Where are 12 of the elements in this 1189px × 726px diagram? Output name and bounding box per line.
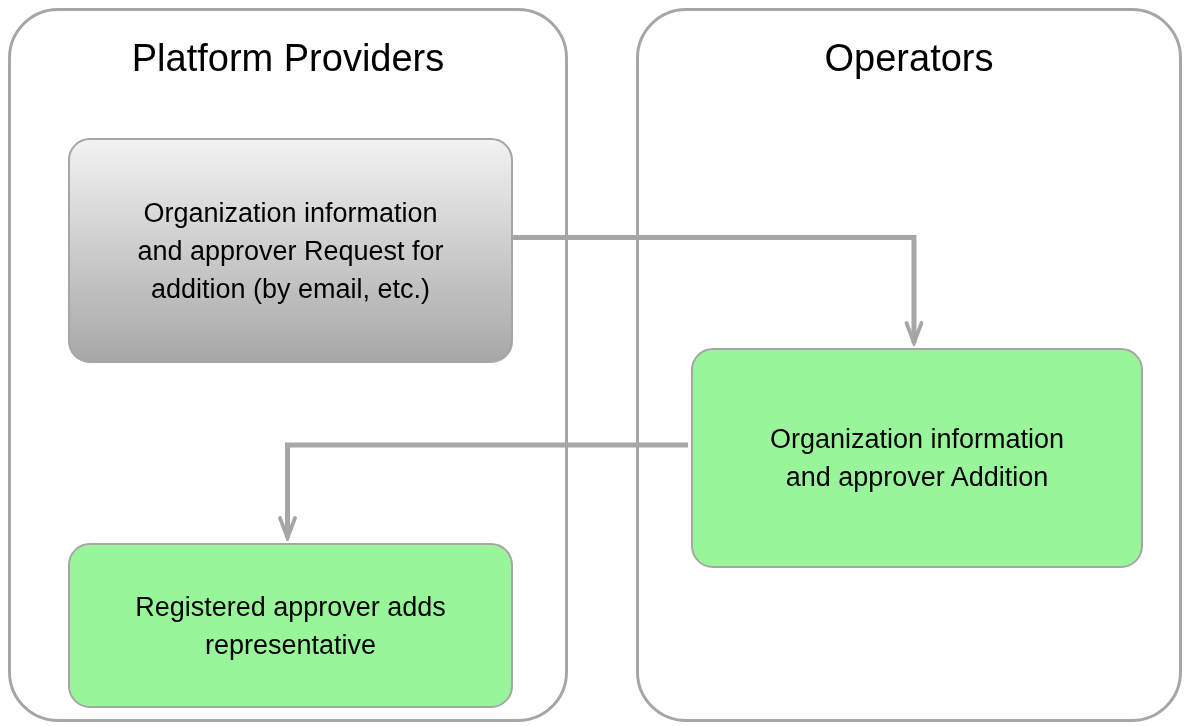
lane-heading: Platform Providers <box>131 36 445 81</box>
box-text: Organization information and approver Request for addition (by email, etc.) <box>136 196 445 306</box>
swimlane <box>636 8 1182 722</box>
process-box <box>68 138 513 363</box>
box-text: Organization information and approver Addition <box>768 423 1066 494</box>
swimlane <box>8 8 568 722</box>
lane-heading: Operators <box>824 36 994 81</box>
arrow <box>278 442 688 540</box>
box-text: Registered approver adds representative <box>134 590 447 662</box>
process-box <box>691 348 1143 568</box>
process-box <box>68 543 513 708</box>
arrow <box>510 235 924 345</box>
